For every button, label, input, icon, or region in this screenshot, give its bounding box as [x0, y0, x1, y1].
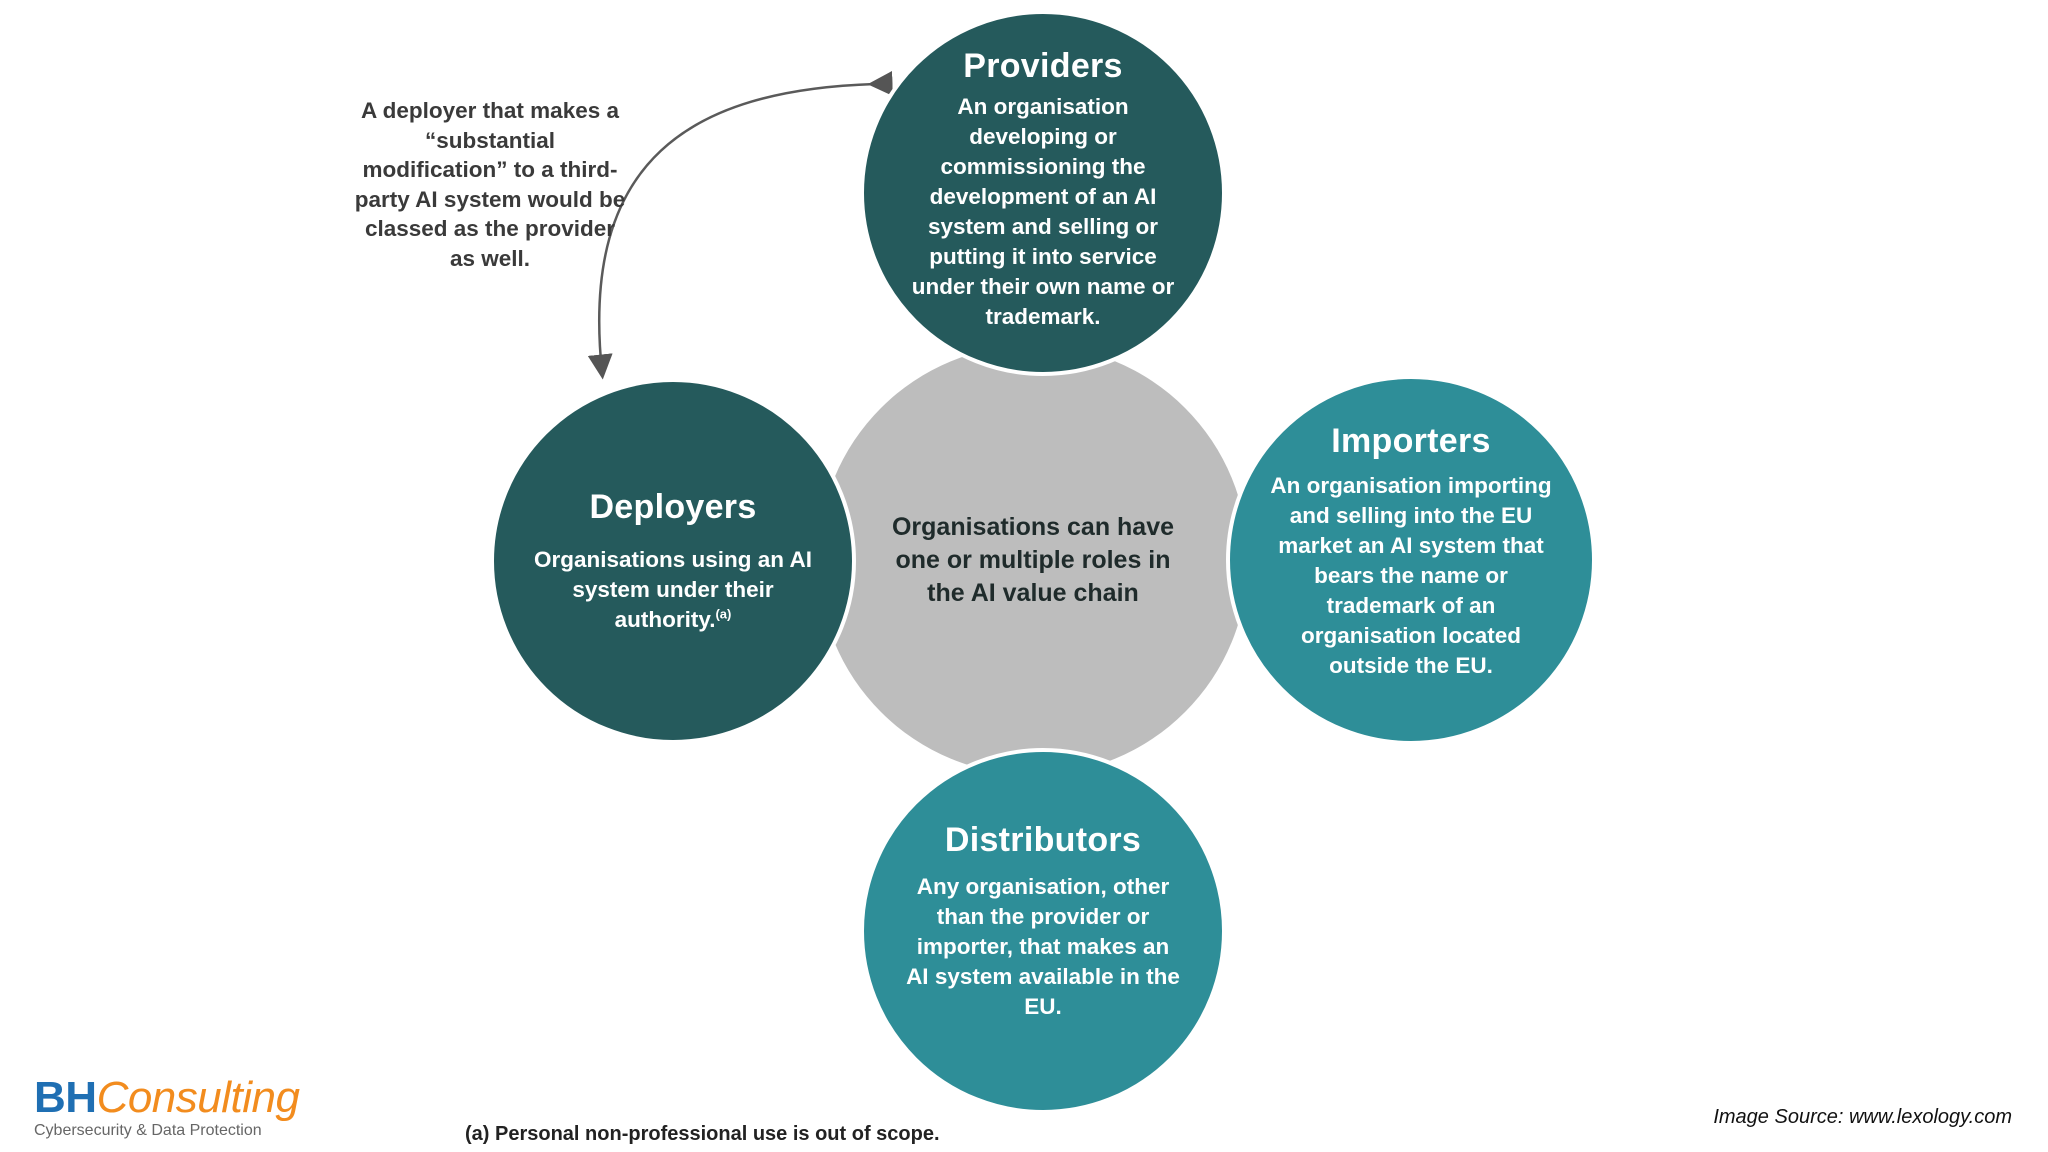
distributors-circle: Distributors Any organisation, other tha…: [860, 748, 1226, 1114]
distributors-title: Distributors: [944, 820, 1142, 859]
curved-arrow-path: [587, 70, 893, 380]
importers-description: An organisation importing and selling in…: [1270, 472, 1552, 678]
importers-title: Importers: [1331, 421, 1491, 460]
bh-consulting-logo: BHConsulting Cybersecurity & Data Protec…: [34, 1073, 300, 1140]
distributors-description: Any organisation, other than the provide…: [906, 873, 1180, 1019]
providers-description: An organisation developing or commission…: [911, 93, 1175, 329]
importers-circle: Importers An organisation importing and …: [1226, 375, 1596, 745]
center-text: Organisations can have one or multiple r…: [891, 512, 1175, 607]
deployers-description-wrap: Organisations using an AI system under t…: [534, 545, 812, 635]
deployer-modification-note: A deployer that makes a “substantial mod…: [354, 98, 626, 271]
image-source: Image Source: www.lexology.com: [1713, 1106, 2012, 1128]
footnote: (a) Personal non-professional use is out…: [465, 1123, 940, 1145]
center-circle: Organisations can have one or multiple r…: [818, 345, 1248, 775]
deployers-description: Organisations using an AI system under t…: [534, 546, 812, 632]
logo-brand: BHConsulting: [34, 1073, 300, 1122]
logo-tagline: Cybersecurity & Data Protection: [34, 1122, 262, 1139]
deployers-title: Deployers: [589, 487, 757, 526]
deployers-footnote-marker: (a): [715, 606, 732, 621]
logo-consulting: Consulting: [96, 1073, 300, 1122]
providers-circle: Providers An organisation developing or …: [860, 10, 1226, 376]
logo-bh: BH: [34, 1073, 97, 1122]
deployers-circle: Deployers Organisations using an AI syst…: [490, 378, 856, 744]
providers-title: Providers: [963, 46, 1123, 85]
